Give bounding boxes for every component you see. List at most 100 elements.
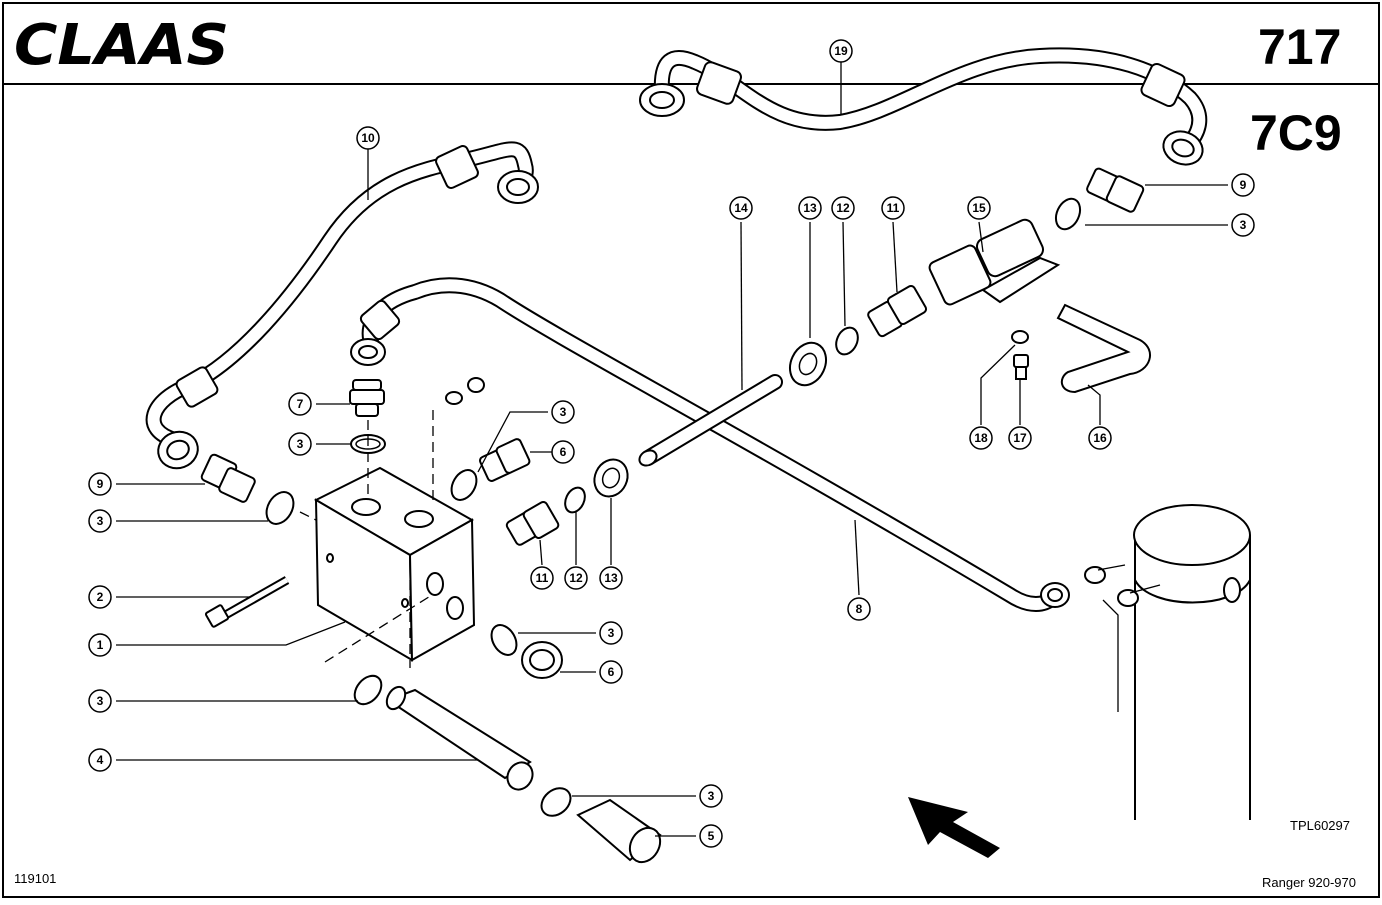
callout-6-a: 6: [551, 440, 575, 464]
leader-lines: [116, 62, 1228, 837]
svg-text:13: 13: [604, 571, 618, 585]
callout-5: 5: [699, 824, 723, 848]
fitting-9-right: [1086, 167, 1145, 213]
pipe-19: [639, 47, 1208, 166]
callout-3-c: 3: [288, 432, 312, 456]
pipe-10: [145, 141, 539, 470]
callout-3-e: 3: [599, 621, 623, 645]
svg-text:3: 3: [708, 789, 715, 803]
svg-text:3: 3: [97, 514, 104, 528]
svg-text:13: 13: [803, 201, 817, 215]
svg-text:17: 17: [1013, 431, 1027, 445]
svg-text:4: 4: [97, 753, 104, 767]
callout-15: 15: [967, 196, 991, 220]
callout-13-b: 13: [798, 196, 822, 220]
small-nut-top: [445, 377, 485, 405]
callout-3-d: 3: [551, 400, 575, 424]
svg-text:19: 19: [834, 44, 848, 58]
svg-text:3: 3: [97, 694, 104, 708]
pipe-8: [350, 277, 1070, 612]
svg-text:15: 15: [972, 201, 986, 215]
seal-ring-3-bottom: [540, 787, 572, 817]
callout-3-f: 3: [699, 784, 723, 808]
callout-18: 18: [969, 426, 993, 450]
callout-17: 17: [1008, 426, 1032, 450]
tube-14: [638, 374, 783, 467]
svg-text:2: 2: [97, 590, 104, 604]
svg-text:1: 1: [97, 638, 104, 652]
callout-1: 1: [88, 633, 112, 657]
svg-text:6: 6: [560, 445, 567, 459]
page-number: 717: [1258, 19, 1341, 75]
svg-text:3: 3: [1240, 218, 1247, 232]
callout-12-a: 12: [564, 566, 588, 590]
direction-arrow: [908, 797, 1000, 858]
fitting-11-mid: [505, 500, 560, 546]
callout-9-a: 9: [88, 472, 112, 496]
svg-text:18: 18: [974, 431, 988, 445]
callout-12-b: 12: [831, 196, 855, 220]
fitting-7: [349, 379, 385, 417]
callout-9-b: 9: [1231, 173, 1255, 197]
svg-text:6: 6: [608, 665, 615, 679]
nut-13-mid: [593, 458, 629, 498]
svg-text:5: 5: [708, 829, 715, 843]
callout-11-a: 11: [530, 566, 554, 590]
callout-6-b: 6: [599, 660, 623, 684]
callout-3-g: 3: [1231, 213, 1255, 237]
callout-11-b: 11: [881, 196, 905, 220]
callout-4: 4: [88, 748, 112, 772]
svg-text:7: 7: [297, 397, 304, 411]
screw-17: [1013, 354, 1029, 380]
svg-text:12: 12: [836, 201, 850, 215]
svg-text:11: 11: [887, 201, 900, 215]
svg-text:12: 12: [569, 571, 583, 585]
valve-block-1: [313, 466, 476, 662]
tank-cylinder: [1084, 504, 1251, 820]
bolt-2: [204, 576, 290, 628]
svg-text:11: 11: [536, 571, 549, 585]
section-code: 7C9: [1250, 105, 1342, 161]
callout-19: 19: [829, 39, 853, 63]
svg-text:9: 9: [97, 477, 104, 491]
svg-text:8: 8: [856, 602, 863, 616]
seal-ring-3-lower: [353, 674, 383, 706]
ball-valve-15: [928, 218, 1061, 306]
svg-text:10: 10: [361, 131, 375, 145]
date-code: 119101: [14, 871, 56, 886]
callout-3-a: 3: [88, 509, 112, 533]
fitting-9-left: [200, 453, 256, 503]
seal-ring-12-top: [835, 326, 859, 356]
callout-8: 8: [847, 597, 871, 621]
svg-text:9: 9: [1240, 178, 1247, 192]
model-range: Ranger 920-970: [1262, 875, 1356, 890]
extension-4: [385, 685, 534, 791]
svg-text:14: 14: [734, 201, 748, 215]
callout-13-a: 13: [599, 566, 623, 590]
callout-2: 2: [88, 585, 112, 609]
seal-ring-3-mid: [450, 469, 478, 501]
callout-7: 7: [288, 392, 312, 416]
lever-16: [1056, 303, 1151, 394]
callout-10: 10: [356, 126, 380, 150]
callout-16: 16: [1088, 426, 1112, 450]
svg-text:3: 3: [560, 405, 567, 419]
svg-text:3: 3: [608, 626, 615, 640]
seal-ring-12-mid: [564, 486, 586, 514]
plug-6-lower: [521, 641, 563, 679]
seal-ring-3-side: [490, 624, 518, 656]
nut-18: [1011, 330, 1029, 344]
seal-ring-3-right: [1054, 197, 1082, 231]
drawing-reference: TPL60297: [1290, 818, 1350, 833]
brand-logo: CLAAS: [14, 13, 229, 78]
seal-ring-3-left: [265, 491, 295, 525]
fitting-11-top: [867, 284, 928, 338]
nut-13-top: [789, 341, 827, 387]
plug-6-top: [479, 438, 531, 482]
svg-text:16: 16: [1093, 431, 1107, 445]
svg-text:3: 3: [297, 437, 304, 451]
callout-3-b: 3: [88, 689, 112, 713]
callout-14: 14: [729, 196, 753, 220]
